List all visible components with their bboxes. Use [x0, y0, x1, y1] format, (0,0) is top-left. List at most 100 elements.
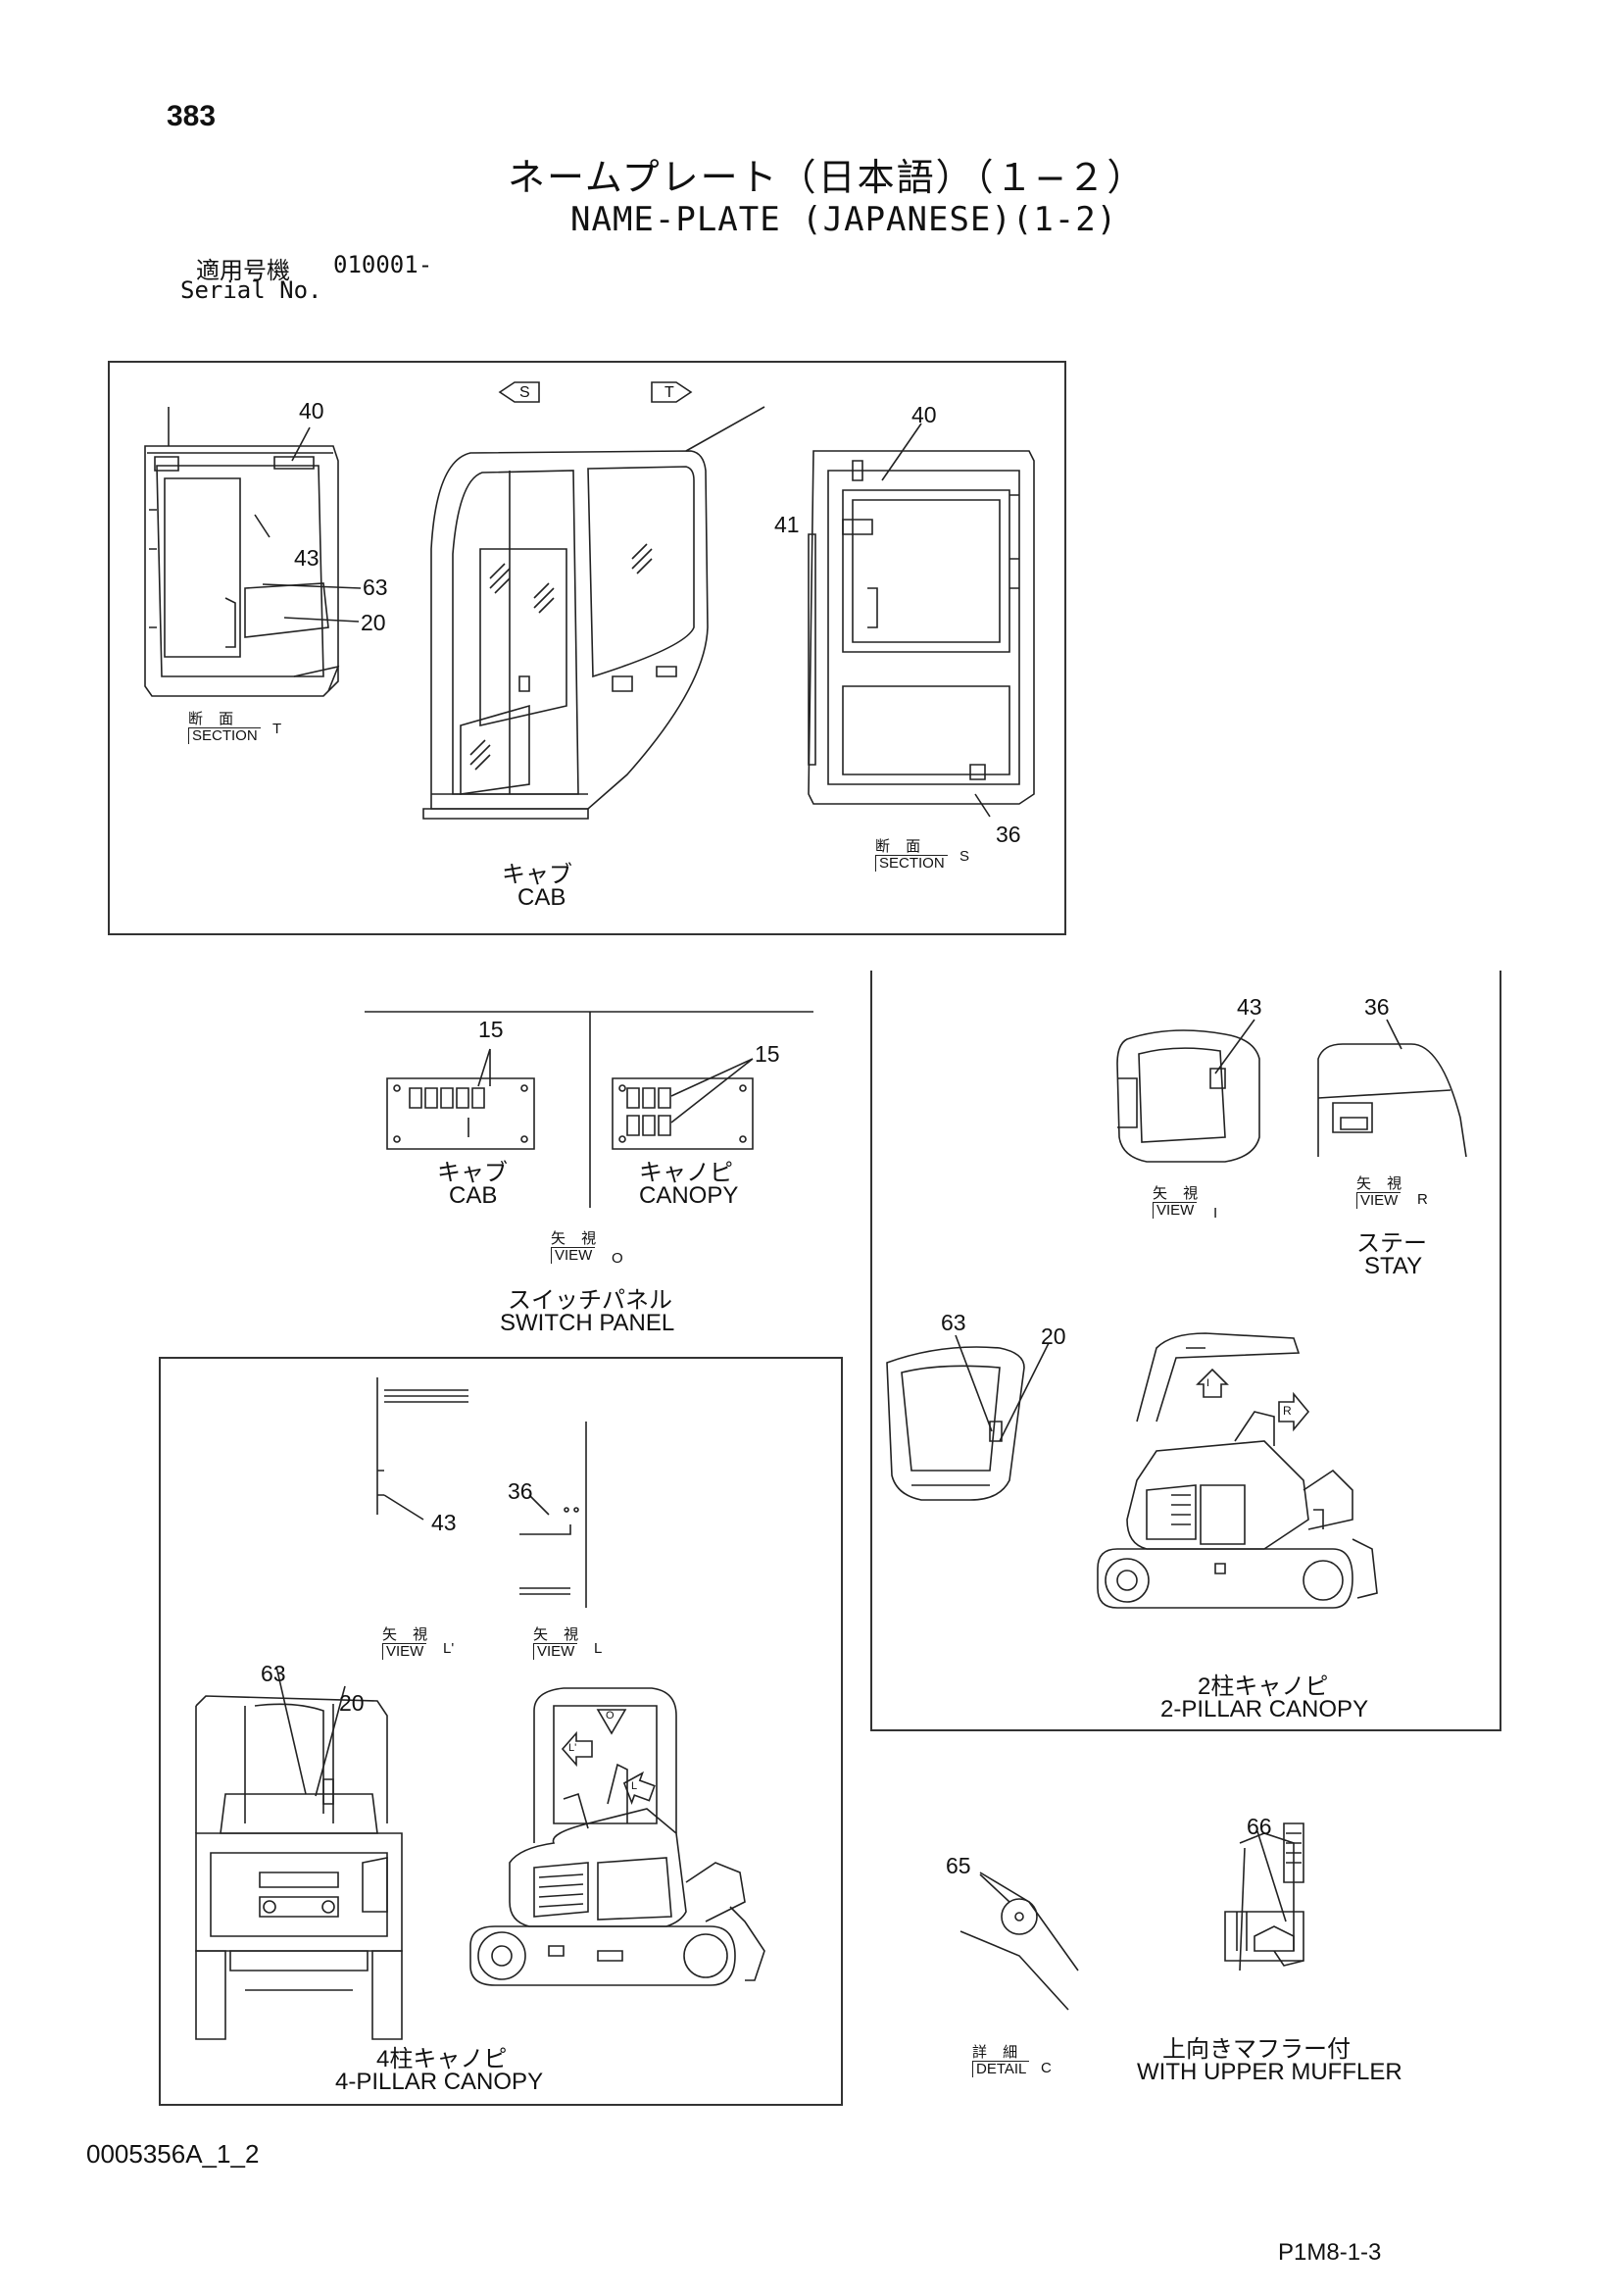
cab-label-en: CAB	[517, 884, 566, 911]
callout-43-section-t: 43	[294, 545, 320, 571]
switch-canopy-label-jp: キャノピ	[639, 1160, 733, 1186]
view-l-prime-suffix: L'	[443, 1640, 455, 1657]
view-o-suffix: O	[612, 1250, 623, 1267]
cab-panel-frame	[108, 361, 1066, 935]
callout-66: 66	[1247, 1814, 1272, 1839]
cab-section-s-drawing	[809, 451, 1034, 804]
callout-20-four-pillar: 20	[339, 1690, 365, 1716]
arrow-o-marker	[598, 1710, 625, 1733]
muffler-label-en: WITH UPPER MUFFLER	[1137, 2059, 1402, 2085]
stay-label-jp: ステー	[1356, 1230, 1427, 1257]
callout-36-view-r: 36	[1364, 994, 1390, 1020]
view-l-prime-jp: 矢 視	[382, 1626, 434, 1643]
arrow-l-prime-marker	[563, 1733, 592, 1765]
callout-63-section-t: 63	[363, 574, 388, 600]
view-i-tag: 矢 視 VIEW I	[1153, 1185, 1217, 1222]
callout-15-cab: 15	[478, 1017, 504, 1042]
arrow-s-marker	[500, 382, 539, 402]
page-code: P1M8-1-3	[1278, 2239, 1382, 2266]
section-t-suffix: T	[272, 721, 282, 737]
arrow-r-marker	[1279, 1394, 1308, 1429]
two-pillar-label-en: 2-PILLAR CANOPY	[1160, 1696, 1369, 1722]
two-pillar-seat-drawing	[887, 1335, 1049, 1500]
switch-panel-label-en: SWITCH PANEL	[500, 1310, 675, 1336]
callout-43-view-l-prime: 43	[431, 1510, 457, 1535]
drawing-id: 0005356A_1_2	[86, 2139, 260, 2169]
switch-panel-canopy-drawing	[613, 1059, 753, 1149]
section-s-tag: 断 面 SECTION S	[875, 838, 969, 872]
detail-c-jp: 詳 細	[972, 2044, 1024, 2061]
detail-c-tag: 詳 細 DETAIL C	[972, 2044, 1052, 2077]
arrow-i-marker	[1198, 1370, 1227, 1397]
detail-c-suffix: C	[1041, 2060, 1052, 2076]
muffler-excavator-drawing	[1225, 1823, 1303, 1971]
four-pillar-label-jp: 4柱キャノピ	[376, 2046, 508, 2072]
view-i-en: VIEW	[1153, 1202, 1198, 1219]
four-pillar-label-en: 4-PILLAR CANOPY	[335, 2069, 544, 2095]
four-pillar-side-drawing	[470, 1688, 764, 1985]
detail-c-en: DETAIL	[972, 2061, 1030, 2077]
callout-36-view-l: 36	[508, 1478, 533, 1504]
title-english: NAME-PLATE (JAPANESE)(1-2)	[570, 200, 1118, 239]
section-t-en: SECTION	[188, 727, 261, 744]
callout-40-section-t: 40	[299, 398, 324, 424]
four-pillar-panel-frame	[159, 1357, 843, 2106]
callout-65: 65	[946, 1853, 971, 1878]
arrow-l-marker	[618, 1769, 657, 1808]
switch-panel-cab-drawing	[387, 1049, 534, 1149]
view-r-stay-drawing	[1318, 1020, 1466, 1157]
two-pillar-panel-frame	[870, 971, 1501, 1731]
section-t-tag: 断 面 SECTION T	[188, 711, 281, 744]
arrow-o-letter: O	[606, 1710, 615, 1722]
two-pillar-excavator-drawing	[1098, 1333, 1377, 1608]
view-o-jp: 矢 視	[551, 1230, 603, 1247]
switch-cab-label-en: CAB	[449, 1182, 498, 1209]
arrow-s-letter: S	[519, 384, 530, 401]
view-l-prime-drawing	[377, 1377, 468, 1520]
callout-63-four-pillar: 63	[261, 1661, 286, 1686]
cab-label-jp: キャブ	[502, 862, 572, 888]
arrow-r-letter: R	[1283, 1404, 1292, 1418]
serial-label-en: Serial No.	[180, 276, 322, 304]
section-s-suffix: S	[959, 848, 970, 865]
switch-cab-label-jp: キャブ	[437, 1160, 508, 1186]
callout-41-section-s: 41	[774, 512, 800, 537]
view-l-prime-tag: 矢 視 VIEW L'	[382, 1626, 454, 1660]
view-i-jp: 矢 視	[1153, 1185, 1205, 1202]
section-s-en: SECTION	[875, 855, 948, 872]
title-japanese: ネームプレート（日本語）（１−２）	[508, 156, 1147, 199]
view-l-en: VIEW	[533, 1643, 578, 1660]
callout-20-section-t: 20	[361, 610, 386, 635]
two-pillar-label-jp: 2柱キャノピ	[1198, 1673, 1329, 1700]
view-l-jp: 矢 視	[533, 1626, 585, 1643]
view-r-suffix: R	[1417, 1191, 1428, 1208]
cab-section-t-drawing	[145, 407, 338, 696]
switch-panel-label-jp: スイッチパネル	[508, 1287, 672, 1314]
cab-side-view-drawing	[423, 407, 764, 819]
callout-20-two-pillar: 20	[1041, 1323, 1066, 1349]
callout-43-view-i: 43	[1237, 994, 1262, 1020]
page-number: 383	[167, 100, 217, 132]
serial-label-jp: 適用号機	[196, 257, 290, 284]
view-r-tag: 矢 視 VIEW R	[1356, 1176, 1428, 1209]
callout-15-canopy: 15	[755, 1041, 780, 1067]
view-l-drawing	[519, 1422, 586, 1608]
arrow-l-letter: L	[631, 1780, 638, 1792]
view-o-en: VIEW	[551, 1247, 596, 1264]
section-t-jp: 断 面	[188, 711, 240, 727]
serial-value: 010001-	[333, 251, 433, 278]
arrow-t-letter: T	[664, 384, 674, 401]
section-s-jp: 断 面	[875, 838, 927, 855]
callout-36-section-s: 36	[996, 822, 1021, 847]
stay-label-en: STAY	[1364, 1253, 1423, 1279]
arrow-l-prime-letter: L'	[568, 1742, 577, 1754]
arrow-i-letter: I	[1206, 1377, 1210, 1389]
arrow-t-marker	[652, 382, 691, 402]
callout-63-two-pillar: 63	[941, 1310, 966, 1335]
view-l-tag: 矢 視 VIEW L	[533, 1626, 602, 1660]
view-r-en: VIEW	[1356, 1192, 1402, 1209]
